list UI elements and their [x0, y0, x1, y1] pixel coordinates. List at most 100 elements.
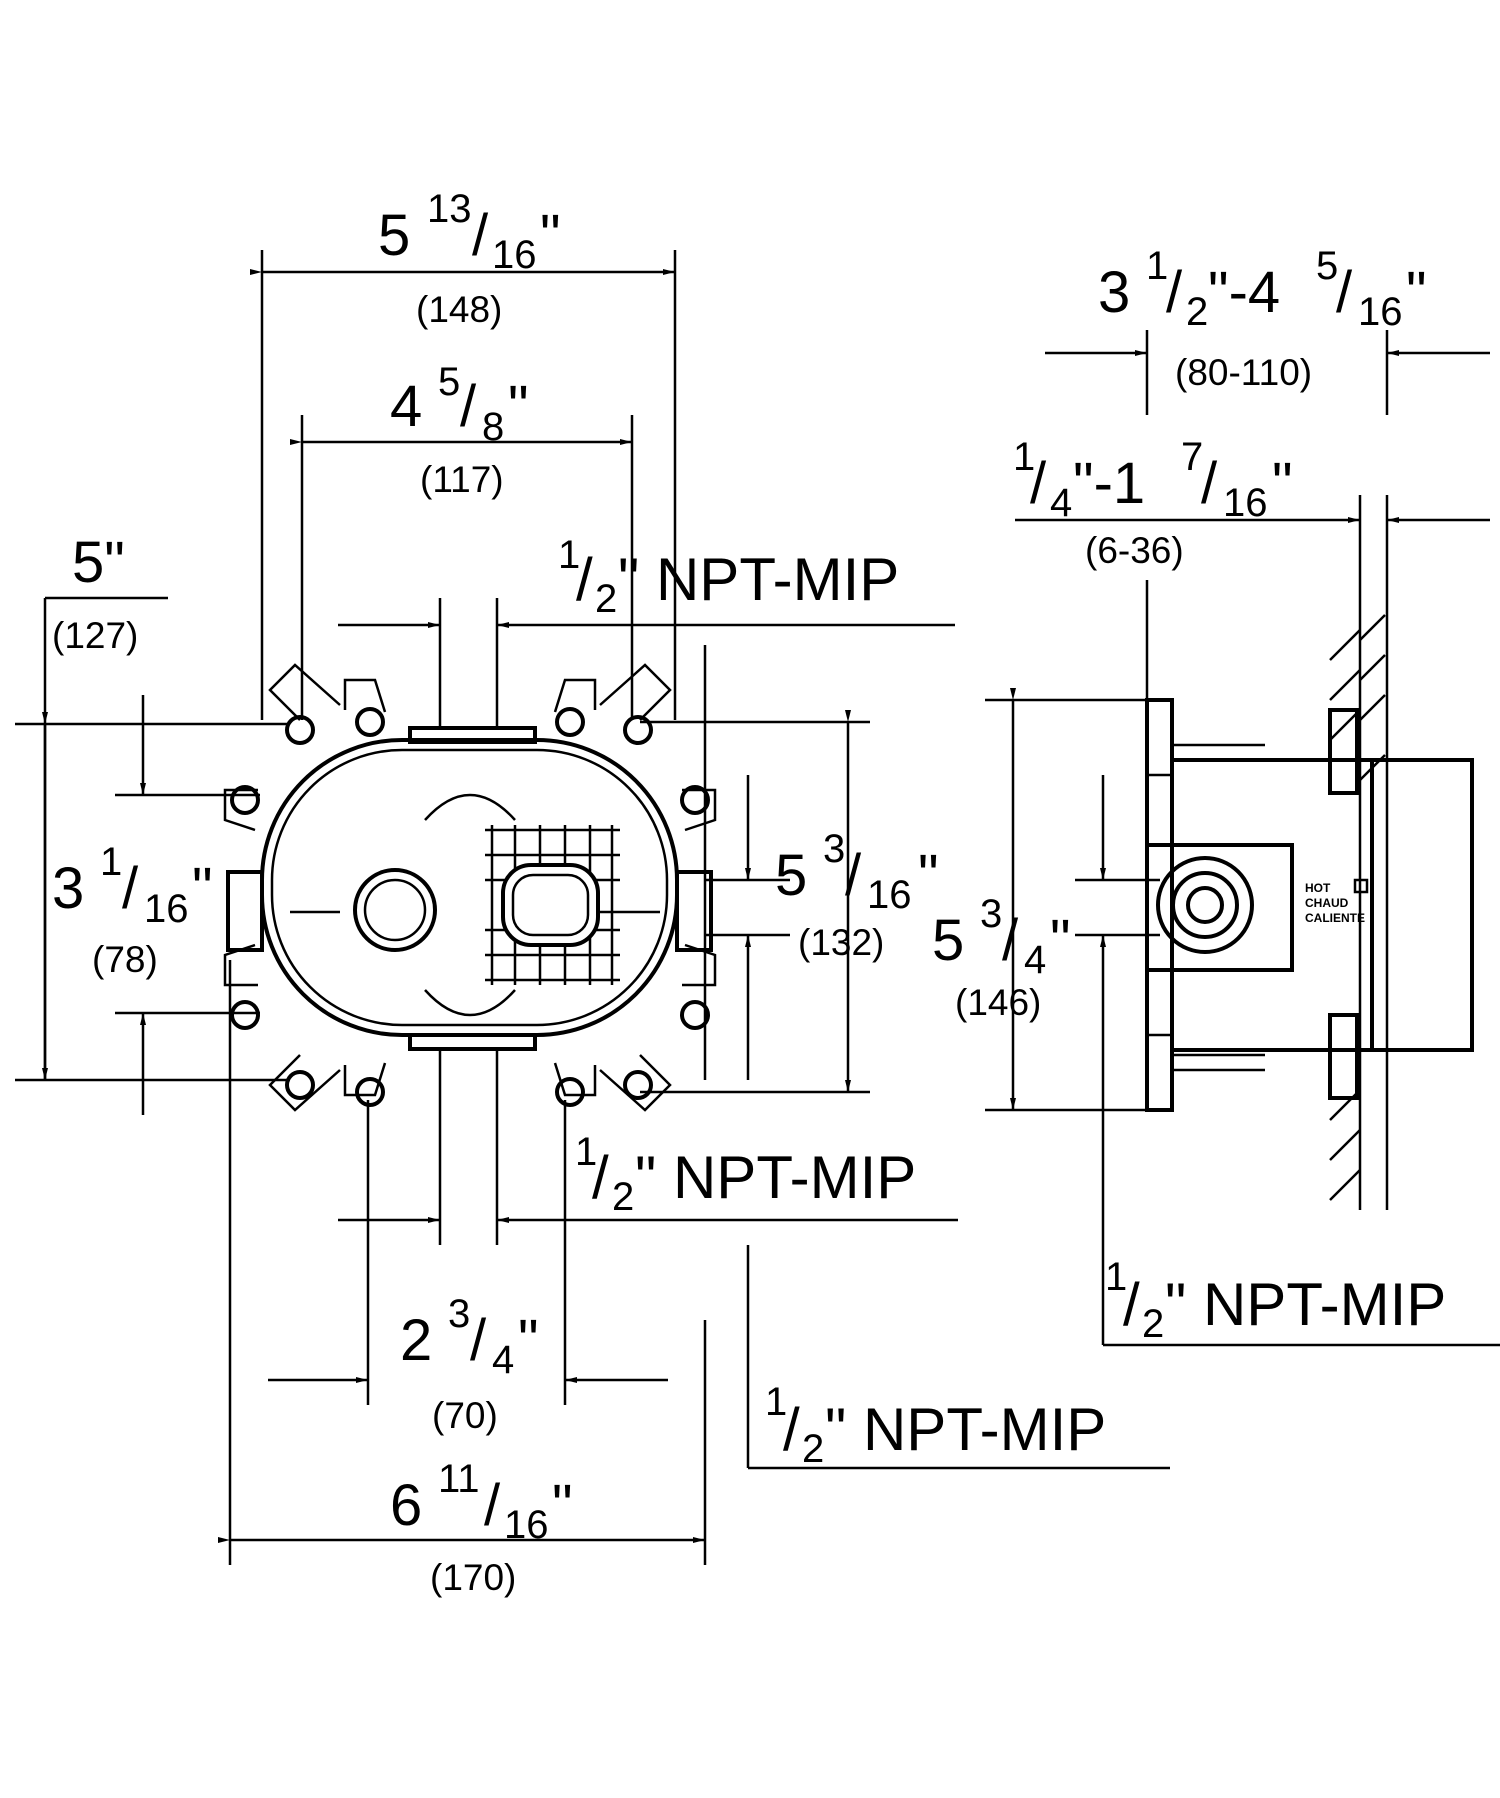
dim-height-inner: 3 1 / 16 " (78)	[52, 695, 260, 1115]
left-port	[226, 870, 264, 952]
dim-mm: (132)	[798, 922, 884, 963]
mounting-holes	[230, 707, 710, 1107]
dim-mm: (6-36)	[1085, 530, 1184, 571]
dim-whole: 6	[390, 1473, 422, 1538]
label-hot: HOT	[1305, 881, 1331, 895]
port-bore	[1186, 886, 1224, 924]
npt-num: 1	[765, 1380, 787, 1424]
dim-den: 4	[1024, 938, 1046, 982]
port-inner	[1171, 871, 1239, 939]
npt-text: " NPT-MIP	[825, 1396, 1106, 1463]
dim-den: 16	[492, 233, 537, 277]
dim-whole: 5	[932, 908, 964, 973]
fraction-slash: /	[472, 203, 489, 268]
dim-den: 16	[144, 887, 189, 931]
dim-den: 16	[504, 1503, 549, 1547]
mounting-frame	[223, 663, 717, 1112]
dim-suffix: "	[192, 856, 213, 921]
dim-num: 11	[438, 1457, 480, 1501]
port-outer	[1156, 856, 1254, 954]
npt-den: 2	[1142, 1302, 1164, 1346]
npt-text: " NPT-MIP	[635, 1144, 916, 1211]
fraction-slash: /	[592, 1144, 609, 1211]
fraction-slash: /	[783, 1396, 800, 1463]
dim-suffix: "	[1050, 908, 1071, 973]
fraction-slash: /	[1123, 1271, 1140, 1338]
dim-spacing-bottom: 2 3 / 4 " (70)	[268, 1100, 668, 1436]
dim-suffix: "	[1406, 260, 1427, 325]
dim-whole: 5	[378, 203, 410, 268]
dim-suffix: "	[508, 374, 529, 439]
dim-height-outer: 5" (127)	[15, 530, 290, 1082]
cartridge-housing	[1370, 758, 1474, 1052]
fraction-slash: /	[1002, 908, 1019, 973]
dim-mm: (146)	[955, 982, 1041, 1023]
dim-num: 3	[823, 827, 845, 871]
dim-width-inner: 4 5 / 8 " (117)	[290, 360, 634, 720]
npt-den: 2	[802, 1427, 824, 1471]
dim-suffix: "	[540, 203, 561, 268]
port-boss	[1145, 843, 1294, 972]
fraction-slash: /	[1166, 260, 1183, 325]
dim-num: 13	[427, 187, 472, 231]
callout-npt-side: 1 / 2 " NPT-MIP	[1105, 1255, 1446, 1346]
fraction-slash: /	[576, 546, 593, 613]
dim-whole: 2	[400, 1308, 432, 1373]
label-caliente: CALIENTE	[1305, 911, 1365, 925]
dim-a-den: 2	[1186, 290, 1208, 334]
dim-mm: (78)	[92, 939, 158, 980]
dim-depth-range: 3 1 / 2 "-4 5 / 16 " (80-110)	[1045, 244, 1490, 415]
dim-width-outer: 5 13 / 16 " (148)	[250, 187, 677, 720]
side-view: HOT CHAUD CALIENTE	[1145, 500, 1474, 1210]
right-port	[675, 870, 713, 952]
dim-wall-range: 1 / 4 "-1 7 / 16 " (6-36)	[1013, 435, 1490, 700]
bottom-port	[408, 1033, 537, 1051]
npt-num: 1	[575, 1130, 597, 1174]
fraction-slash: /	[1201, 451, 1218, 516]
dim-mm: (80-110)	[1175, 352, 1312, 393]
dim-b-den: 16	[1223, 481, 1268, 525]
dim-height-right: 5 3 / 16 " (132)	[640, 645, 939, 1094]
dim-den: 16	[867, 873, 912, 917]
dim-suffix: "	[518, 1308, 539, 1373]
fraction-slash: /	[470, 1308, 487, 1373]
flange-top	[1328, 708, 1359, 795]
callout-npt-lower: 1 / 2 " NPT-MIP	[746, 1245, 1170, 1471]
wall-section	[1329, 500, 1389, 1210]
dim-num: 5	[438, 360, 460, 404]
fraction-slash: /	[1030, 451, 1047, 516]
dim-num: 1	[100, 840, 122, 884]
fraction-slash: /	[460, 374, 477, 439]
npt-den: 2	[612, 1175, 634, 1219]
dim-a-whole: 3	[1098, 260, 1130, 325]
npt-text: " NPT-MIP	[618, 546, 899, 613]
dim-width-total: 6 11 / 16 " (170)	[218, 960, 707, 1598]
dim-den: 4	[492, 1338, 514, 1382]
npt-den: 2	[595, 577, 617, 621]
callout-npt-top: 1 / 2 " NPT-MIP	[338, 533, 955, 728]
dim-side-height: 5 3 / 4 " (146)	[932, 688, 1500, 1347]
fraction-slash: /	[122, 856, 139, 921]
fraction-slash: /	[845, 843, 862, 908]
dim-mm: (148)	[416, 289, 502, 330]
valve-body-face	[290, 793, 660, 1017]
npt-num: 1	[558, 533, 580, 577]
dim-mm: (117)	[420, 459, 504, 500]
dim-whole: 5	[775, 843, 807, 908]
dim-whole: 3	[52, 856, 84, 921]
dim-den: 8	[482, 405, 504, 449]
dim-mm: (170)	[430, 1557, 516, 1598]
fraction-slash: /	[484, 1473, 501, 1538]
dim-mid: "-4	[1208, 260, 1280, 325]
dim-b-num: 7	[1181, 435, 1203, 479]
dim-mm: (127)	[52, 615, 138, 656]
front-view	[223, 663, 717, 1112]
npt-text: " NPT-MIP	[1165, 1271, 1446, 1338]
dim-b-num: 5	[1316, 244, 1338, 288]
dim-mid: "-1	[1073, 451, 1145, 516]
dim-suffix: "	[552, 1473, 573, 1538]
flange-bottom	[1328, 1013, 1359, 1100]
dim-suffix: "	[1272, 451, 1293, 516]
top-port	[408, 726, 537, 744]
